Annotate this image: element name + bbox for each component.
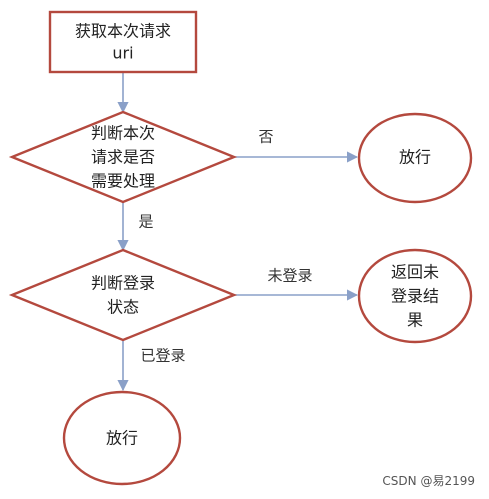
watermark: CSDN @易2199 [382,474,475,488]
node-return-result-line2: 登录结 [391,287,439,306]
node-pass-top-label: 放行 [399,148,431,167]
node-start-line2: uri [112,44,133,63]
node-decision-need: 判断本次 请求是否 需要处理 [8,110,238,204]
node-return-result: 返回未 登录结 果 [357,248,473,344]
node-decision-need-line3: 需要处理 [91,172,155,191]
node-return-result-ellipse [357,248,473,344]
node-start-line1: 获取本次请求 [75,22,171,41]
node-pass-bottom-label: 放行 [106,429,138,448]
node-decision-login-line1: 判断登录 [91,274,155,293]
edge-label-logged-in: 已登录 [140,347,185,365]
node-decision-need-line1: 判断本次 [91,124,155,143]
node-decision-need-line2: 请求是否 [91,148,155,167]
node-decision-login-diamond [8,248,238,342]
node-pass-bottom-ellipse [62,390,182,486]
node-decision-need-diamond [8,110,238,204]
node-pass-top-ellipse [357,112,473,204]
edge-label-yes: 是 [138,213,153,231]
edge-label-not-logged-in: 未登录 [267,267,312,285]
node-decision-login-line2: 状态 [107,298,139,317]
node-decision-login: 判断登录 状态 [8,248,238,342]
edge-label-no: 否 [258,128,273,146]
node-return-result-line3: 果 [407,311,423,330]
node-pass-bottom: 放行 [62,390,182,486]
node-return-result-line1: 返回未 [391,263,439,282]
node-start-box [48,10,198,74]
node-pass-top: 放行 [357,112,473,204]
node-start: 获取本次请求 uri [48,10,198,74]
